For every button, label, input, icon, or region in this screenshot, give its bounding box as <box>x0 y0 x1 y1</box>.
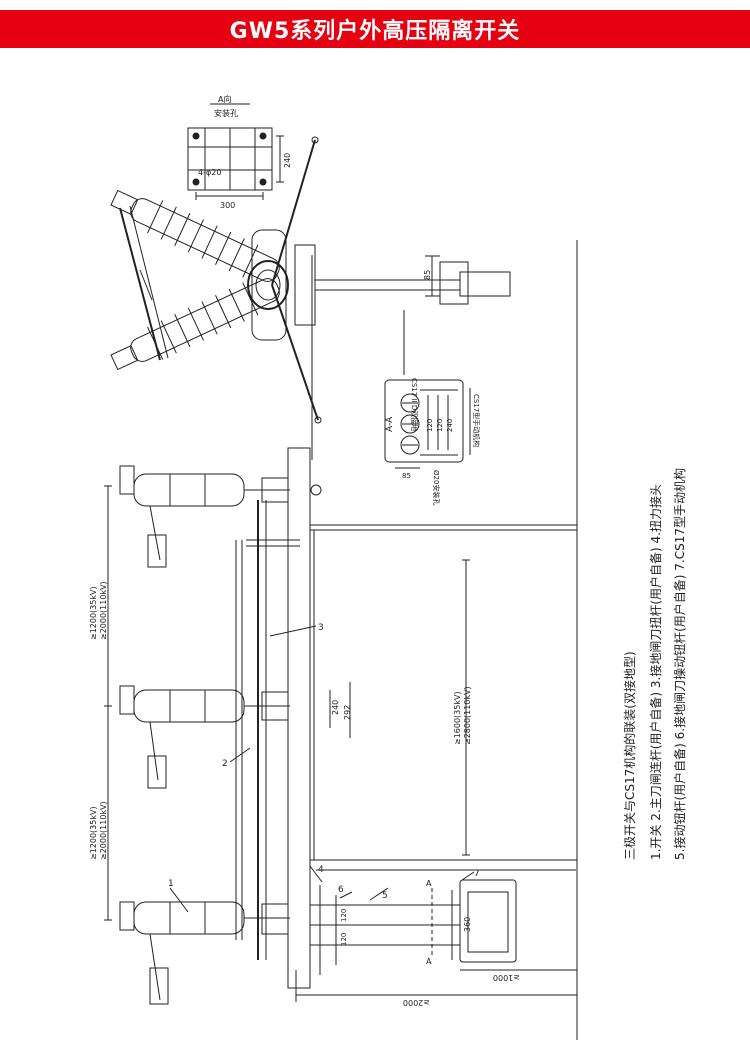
pole-top <box>119 465 322 568</box>
section-a-top-marker: A <box>426 879 432 888</box>
aa-dim-240: 240 <box>446 419 454 432</box>
mounting-holes-label: 安装孔 <box>214 108 238 118</box>
pole-bottom <box>119 901 290 1005</box>
callout-5: 5 <box>382 891 388 901</box>
dim-292-label: 292 <box>343 705 352 720</box>
legend-line-2: 5.接动钮杆(用户自备) 6.接地闸刀操动钮杆(用户自备) 7.CS17型手动机… <box>672 468 687 860</box>
aa-dim-120b: 120 <box>436 419 444 432</box>
legend-line-1: 1.开关 2.主刀闸连杆(用户自备) 3.接地闸刀扭杆(用户自备) 4.扭力接头 <box>648 484 663 860</box>
callout-3: 3 <box>318 623 324 633</box>
aa-hole-label: Ø20安装孔 <box>432 470 441 505</box>
dimension-lines <box>104 485 577 1002</box>
callout-4: 4 <box>318 865 324 875</box>
dim-120a-label: 120 <box>340 909 348 922</box>
hole-spec-label: 4-φ20 <box>198 168 221 177</box>
dim-height-label: 240 <box>283 153 292 168</box>
cs17-mechanism-label: CS17型手动机构 <box>472 394 481 447</box>
cs17d-label: CS17 II D双接地 <box>410 378 419 431</box>
callout-1: 1 <box>168 879 174 889</box>
dim-120b-label: 120 <box>340 933 348 946</box>
height-110kv: ≥2800(110kV) <box>463 686 472 745</box>
front-view-assembly <box>119 447 577 1005</box>
section-aa-label: A-A <box>385 416 395 432</box>
header: GW5系列户外高压隔离开关 <box>0 0 750 58</box>
height-35kv: ≥1600(35kV) <box>453 691 462 745</box>
callout-6: 6 <box>338 885 344 895</box>
aa-dim-85: 85 <box>402 472 411 480</box>
dim-2000-label: ≥2000 <box>403 998 430 1007</box>
page-title: GW5系列户外高压隔离开关 <box>229 19 521 44</box>
aa-dim-120a: 120 <box>426 419 434 432</box>
callout-leaders <box>169 625 475 913</box>
dim-85-top-label: 85 <box>423 270 432 280</box>
callout-2: 2 <box>222 759 228 769</box>
dim-width-label: 300 <box>220 201 235 210</box>
dim-1000-label: ≥1000 <box>493 973 520 982</box>
header-bar: GW5系列户外高压隔离开关 <box>0 10 750 48</box>
mounting-hole-detail <box>187 103 284 200</box>
dim-360-label: 360 <box>463 917 472 932</box>
section-aa-detail <box>384 310 471 469</box>
phase-spacing-top-110kv: ≥2000(110kV) <box>99 581 108 640</box>
phase-spacing-bottom-35kv: ≥1200(35kV) <box>89 806 98 860</box>
pole-middle <box>119 685 290 789</box>
a-view-label: A向 <box>218 94 231 104</box>
phase-spacing-bottom-110kv: ≥2000(110kV) <box>99 801 108 860</box>
dim-240-label: 240 <box>331 700 340 715</box>
callout-7: 7 <box>474 869 480 879</box>
section-a-bottom-marker: A <box>426 957 432 966</box>
legend-title: 三极开关与CS17机构的联装(双接地型) <box>622 651 637 860</box>
phase-spacing-top-35kv: ≥1200(35kV) <box>89 586 98 640</box>
switch-plan-view <box>110 136 511 424</box>
